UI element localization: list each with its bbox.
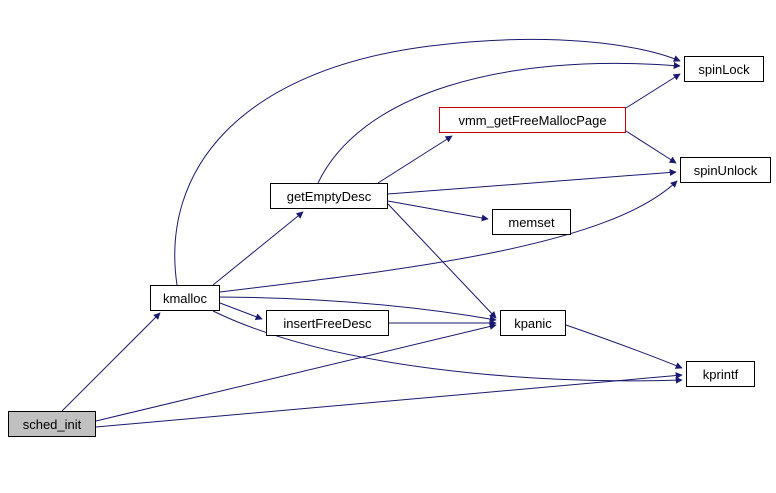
node-label: kprintf: [702, 366, 739, 382]
edge-sched_init-kprintf: [95, 372, 683, 428]
node-vmm_getFreeMallocPage[interactable]: vmm_getFreeMallocPage: [439, 107, 626, 133]
node-memset[interactable]: memset: [492, 209, 571, 235]
edge-getEmptyDesc-spinUnlock: [387, 168, 677, 195]
edge-getEmptyDesc-kpanic: [387, 203, 497, 319]
node-label: sched_init: [22, 416, 82, 432]
node-label: spinLock: [698, 61, 750, 77]
node-sched_init: sched_init: [8, 411, 96, 437]
node-label: getEmptyDesc: [286, 188, 372, 204]
node-label: insertFreeDesc: [283, 315, 372, 331]
node-label: kmalloc: [162, 290, 208, 306]
edge-kmalloc-spinLock: [174, 38, 681, 286]
node-spinUnlock[interactable]: spinUnlock: [680, 157, 771, 183]
node-kmalloc[interactable]: kmalloc: [150, 285, 220, 311]
edge-kpanic-kprintf: [565, 324, 683, 369]
node-spinLock[interactable]: spinLock: [684, 56, 764, 82]
node-label: vmm_getFreeMallocPage: [458, 112, 607, 128]
edge-vmm_getFreeMallocPage-spinLock: [625, 73, 681, 109]
edge-sched_init-kmalloc: [61, 312, 161, 412]
node-kpanic[interactable]: kpanic: [500, 310, 566, 336]
edge-kmalloc-insertFreeDesc: [219, 302, 263, 321]
edge-vmm_getFreeMallocPage-spinUnlock: [625, 130, 677, 164]
node-label: spinUnlock: [693, 162, 758, 178]
node-label: kpanic: [514, 315, 552, 331]
node-label: memset: [508, 214, 555, 230]
edge-getEmptyDesc-vmm_getFreeMallocPage: [377, 135, 453, 184]
edge-getEmptyDesc-memset: [387, 200, 489, 222]
edge-sched_init-kpanic: [95, 323, 497, 422]
edge-kmalloc-getEmptyDesc: [212, 211, 304, 286]
node-insertFreeDesc[interactable]: insertFreeDesc: [266, 310, 389, 336]
node-kprintf[interactable]: kprintf: [686, 361, 755, 387]
node-getEmptyDesc[interactable]: getEmptyDesc: [270, 183, 388, 209]
